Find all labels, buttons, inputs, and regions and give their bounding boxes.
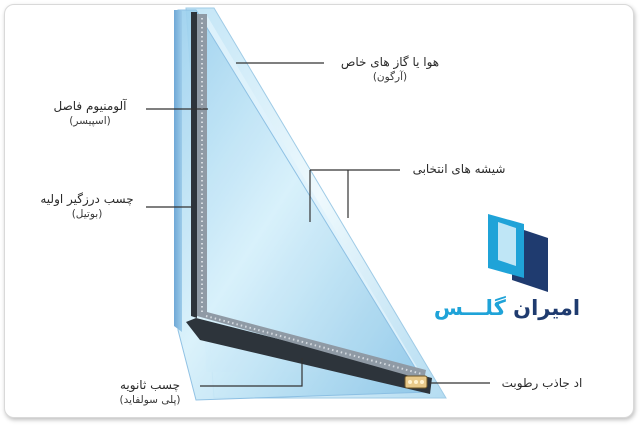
label-secondary-sealant-sub: (پلی سولفاید) bbox=[119, 394, 181, 406]
label-gas-title: هوا یا گاز های خاص bbox=[340, 55, 440, 69]
brand-word-1: امیران bbox=[513, 296, 581, 320]
leader-secondary-sealant bbox=[200, 358, 303, 387]
desiccant-bead bbox=[420, 380, 424, 384]
brand-word-2: گلـــس bbox=[433, 296, 506, 320]
label-primary-sealant: چسب درزگیر اولیه (بوتیل) bbox=[34, 192, 140, 222]
label-desiccant-title: اد جاذب رطوبت bbox=[501, 376, 583, 390]
label-desiccant: اد جاذب رطوبت bbox=[496, 376, 588, 391]
label-secondary-sealant: چسب ثانویه (پلی سولفاید) bbox=[104, 378, 196, 408]
glass-left-edge bbox=[174, 10, 182, 332]
secondary-sealant-bottom bbox=[186, 318, 432, 394]
label-selective-glass-title: شیشه های انتخابی bbox=[412, 162, 506, 176]
label-spacer-title: آلومنیوم فاصل bbox=[53, 99, 127, 113]
logo-mark bbox=[488, 214, 548, 292]
secondary-sealant-left bbox=[191, 12, 197, 318]
label-spacer: آلومنیوم فاصل (اسپیسر) bbox=[40, 99, 140, 129]
spacer-bar-left bbox=[197, 14, 207, 316]
label-selective-glass: شیشه های انتخابی bbox=[404, 162, 514, 177]
label-gas-sub: (آرگون) bbox=[372, 71, 408, 83]
desiccant-bead bbox=[408, 380, 412, 384]
spacer-perforation-bottom bbox=[205, 315, 423, 375]
label-gas: هوا یا گاز های خاص (آرگون) bbox=[335, 55, 445, 85]
label-primary-sealant-title: چسب درزگیر اولیه bbox=[40, 192, 134, 206]
logo-panel-light bbox=[498, 222, 516, 266]
brand-logo: امیران گلـــس bbox=[432, 295, 582, 321]
label-spacer-sub: (اسپیسر) bbox=[69, 115, 111, 127]
label-secondary-sealant-title: چسب ثانویه bbox=[119, 378, 181, 392]
label-primary-sealant-sub: (بوتیل) bbox=[71, 208, 103, 220]
desiccant-bead bbox=[414, 380, 418, 384]
